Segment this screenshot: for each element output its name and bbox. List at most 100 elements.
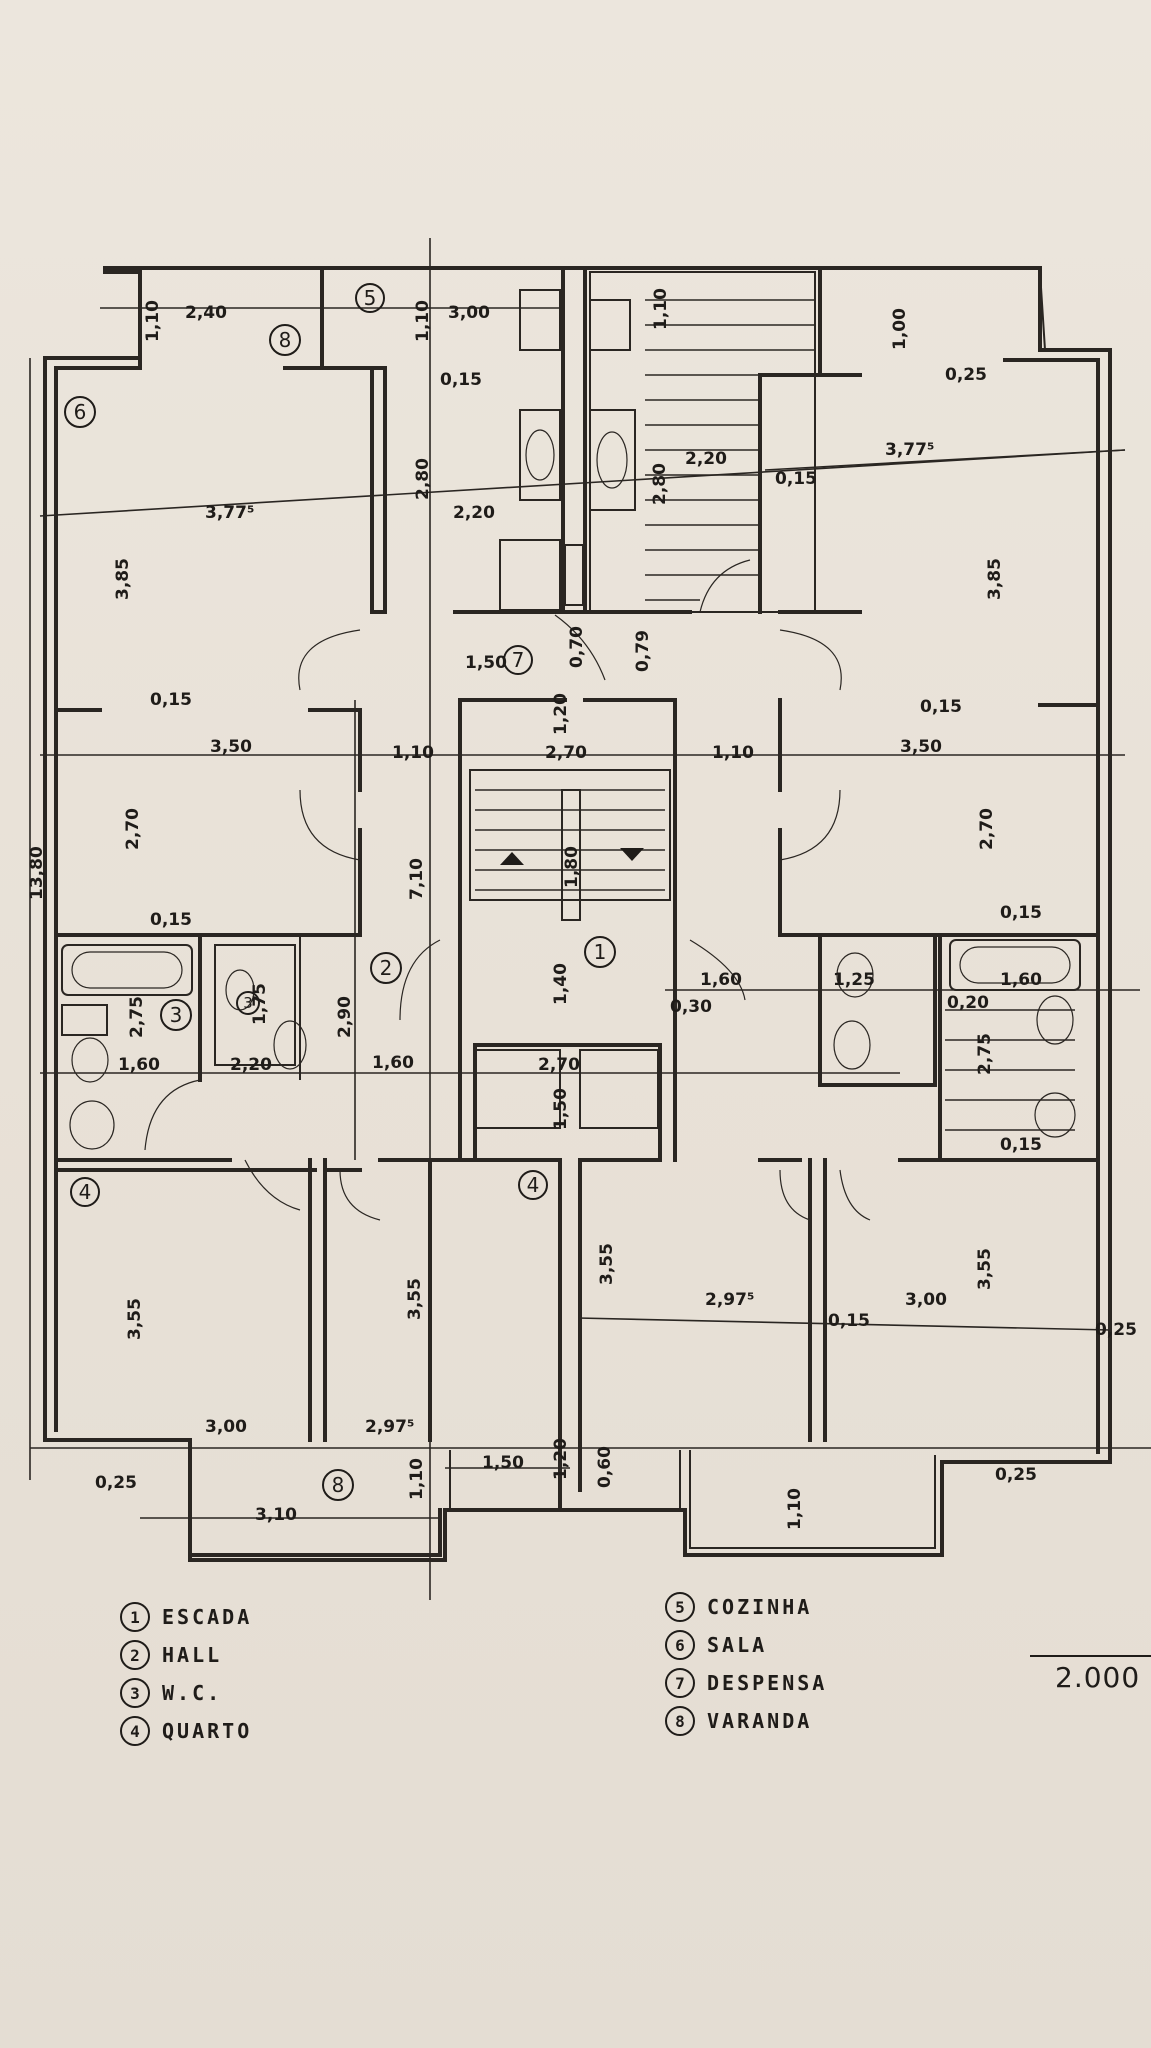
dim-overall: 13,80 [27, 846, 47, 900]
dim-sala-l-w: 3,77⁵ [205, 503, 254, 523]
room-tag-1: 1 [594, 940, 607, 964]
dim-hall-110-l: 1,10 [392, 743, 434, 763]
legend-item: 5 COZINHA [665, 1588, 827, 1626]
dim-wc-l-275: 2,75 [127, 996, 147, 1038]
dim-stair-270: 2,70 [545, 743, 587, 763]
legend-label: W.C. [162, 1681, 223, 1705]
legend-label: COZINHA [707, 1595, 813, 1619]
dim-stair-h: 2,80 [650, 463, 670, 505]
dim-bot-025-r: 0,25 [995, 1465, 1037, 1485]
dim-hall-h-710: 7,10 [407, 858, 427, 900]
dim-wc-l-220: 2,20 [230, 1055, 272, 1075]
dim-wc-l-160: 1,60 [118, 1055, 160, 1075]
dim-land-160: 1,60 [700, 970, 742, 990]
legend-num: 7 [665, 1668, 695, 1698]
dim-kit-h: 2,80 [413, 458, 433, 500]
dim-sala-l-h: 3,85 [113, 558, 133, 600]
room-tag-6: 6 [74, 400, 87, 424]
dim-kitchen-w: 3,00 [448, 303, 490, 323]
dim-q-015: 0,15 [828, 1311, 870, 1331]
dim-bal-top-left: 2,40 [185, 303, 227, 323]
legend-item: 8 VARANDA [665, 1702, 827, 1740]
room-tag-2: 2 [380, 956, 393, 980]
fixtures [61, 289, 1081, 1150]
dim-wall-015-r: 0,15 [920, 697, 962, 717]
dim-q-300-l: 3,00 [205, 1417, 247, 1437]
dim-lift-270: 2,70 [538, 1055, 580, 1075]
legend-num: 6 [665, 1630, 695, 1660]
room-tag-7: 7 [512, 648, 525, 672]
dim-sala-r-h: 3,85 [985, 558, 1005, 600]
dim-kitchen-small: 0,15 [440, 370, 482, 390]
dim-q-r-355: 3,55 [975, 1248, 995, 1290]
dim-room-l-350: 3,50 [210, 737, 252, 757]
dim-stair-w: 2,20 [685, 449, 727, 469]
legend-label: ESCADA [162, 1605, 253, 1629]
dim-wall-015-ml: 0,15 [150, 910, 192, 930]
legend-item: 4 QUARTO [120, 1712, 252, 1750]
dim-q-297-l: 2,97⁵ [365, 1417, 414, 1437]
scale-denominator: 2.000 [1055, 1661, 1141, 1694]
dim-wc-r-160: 1,60 [1000, 970, 1042, 990]
legend-num: 5 [665, 1592, 695, 1622]
dim-hall-w-top: 2,20 [453, 503, 495, 523]
dim-bal-bot-r-110: 1,10 [785, 1488, 805, 1530]
room-tag-4-left: 4 [79, 1180, 92, 1204]
legend-label: QUARTO [162, 1719, 253, 1743]
dim-lift-150: 1,50 [551, 1088, 571, 1130]
dim-sala-r-w: 3,77⁵ [885, 440, 934, 460]
dim-hall-160: 1,60 [372, 1053, 414, 1073]
dim-hall-110-r: 1,10 [712, 743, 754, 763]
dim-bal-bot-310: 3,10 [255, 1505, 297, 1525]
legend-item: 1 ESCADA [120, 1598, 252, 1636]
dim-wc-r-275: 2,75 [975, 1033, 995, 1075]
dim-landing-140: 1,40 [551, 963, 571, 1005]
legend-num: 1 [120, 1602, 150, 1632]
dim-bot-025-l: 0,25 [95, 1473, 137, 1493]
room-tag-8-top: 8 [279, 328, 292, 352]
dim-wc-l-290: 2,90 [335, 996, 355, 1038]
legend-label: DESPENSA [707, 1671, 828, 1695]
dim-mid-120: 1,20 [551, 693, 571, 735]
dim-w025: 0,25 [945, 365, 987, 385]
dim-kitchen-h-top: 1,10 [413, 300, 433, 342]
dim-wall-015-mr: 0,15 [1000, 903, 1042, 923]
dim-q-m-355: 3,55 [405, 1278, 425, 1320]
dim-q-300-r: 3,00 [905, 1290, 947, 1310]
dim-wall-015-wc: 0,15 [1000, 1135, 1042, 1155]
legend-item: 7 DESPENSA [665, 1664, 827, 1702]
dimension-lines [29, 238, 1151, 1600]
dim-wall-015: 0,15 [775, 469, 817, 489]
dim-q-l-355: 3,55 [125, 1298, 145, 1340]
dim-wc-l-175: 1,75 [250, 983, 270, 1025]
scale-fraction-bar [1030, 1655, 1151, 1657]
legend-num: 8 [665, 1706, 695, 1736]
upper-stair [564, 271, 816, 613]
dim-bal-top-left-h: 1,10 [143, 300, 163, 342]
dim-despensa-w: 1,50 [465, 653, 507, 673]
dim-flight-180: 1,80 [562, 846, 582, 888]
legend-label: HALL [162, 1643, 223, 1667]
dim-door-079: 0,79 [633, 630, 653, 672]
legend-num: 4 [120, 1716, 150, 1746]
outer-walls [43, 266, 1112, 1562]
dim-bal-bot-110: 1,10 [407, 1458, 427, 1500]
scale-numerator: 1 [1120, 1618, 1151, 1653]
dim-despensa-h: 0,70 [567, 626, 587, 668]
dim-room-r-270: 2,70 [977, 808, 997, 850]
dimension-labels: 13,80 2,40 1,10 3,00 1,10 0,15 1,10 1,00… [27, 288, 1137, 1530]
dim-room-l-270: 2,70 [123, 808, 143, 850]
dim-bal-bot-150: 1,50 [482, 1453, 524, 1473]
dim-q-m2-355: 3,55 [597, 1243, 617, 1285]
room-tag-5: 5 [364, 286, 377, 310]
scale-label: 1 2.000 [1030, 1618, 1151, 1694]
dim-land-030: 0,30 [670, 997, 712, 1017]
legend-label: VARANDA [707, 1709, 813, 1733]
